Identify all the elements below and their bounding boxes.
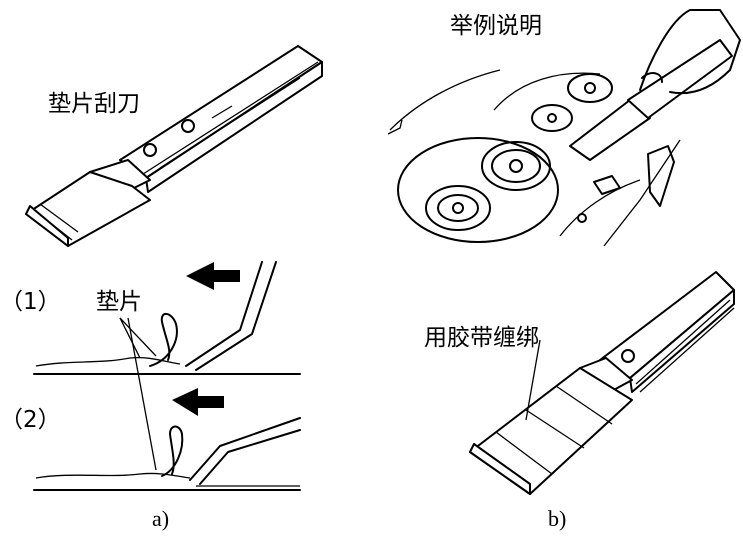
step1-illustration [33, 261, 301, 375]
step2-illustration [33, 317, 301, 491]
scraper-title-label: 垫片刮刀 [48, 91, 140, 117]
step1-label: （1） [0, 289, 61, 315]
example-label: 举例说明 [450, 13, 542, 39]
gasket-label: 垫片 [96, 289, 142, 315]
example-illustration [387, 9, 741, 247]
taped-scraper-illustration [469, 271, 735, 495]
caption-b: b) [548, 506, 567, 531]
caption-a: a) [152, 506, 170, 531]
step2-label: （2） [0, 407, 61, 433]
scraper-tool-illustration [25, 45, 323, 247]
tape-wrap-label: 用胶带缠绑 [424, 325, 539, 351]
